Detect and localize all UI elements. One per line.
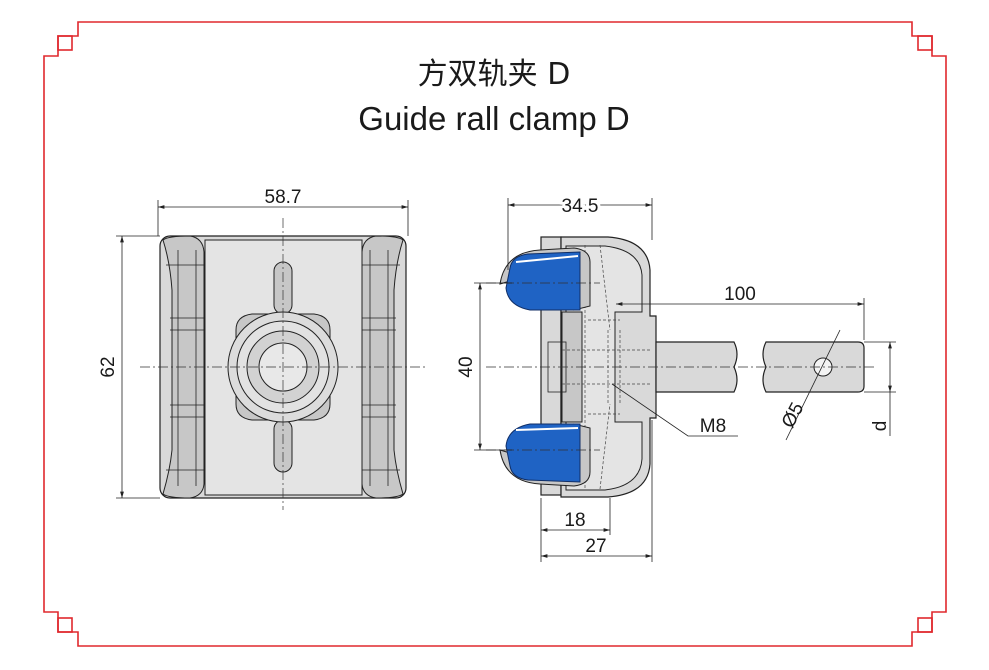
title-chinese: 方双轨夹 D — [418, 57, 571, 92]
top-view-dimensions — [116, 200, 409, 499]
dim-shaft-d: d — [870, 421, 891, 432]
side-view — [486, 236, 876, 498]
dim-height-62: 62 — [98, 356, 119, 377]
decorative-frame — [43, 21, 947, 647]
upper-wheel — [505, 251, 581, 311]
dim-width-34-5: 34.5 — [562, 196, 599, 217]
lower-wheel — [505, 423, 581, 483]
dim-length-100: 100 — [724, 284, 756, 305]
top-view — [140, 218, 426, 510]
title-english: Guide rall clamp D — [358, 100, 629, 137]
side-view-dimensions — [474, 198, 896, 562]
dim-depth-27: 27 — [585, 536, 606, 557]
dim-width-58-7: 58.7 — [265, 187, 302, 208]
dim-pitch-40: 40 — [456, 356, 477, 377]
dim-depth-18: 18 — [564, 510, 585, 531]
dim-thread-m8: M8 — [700, 416, 726, 437]
